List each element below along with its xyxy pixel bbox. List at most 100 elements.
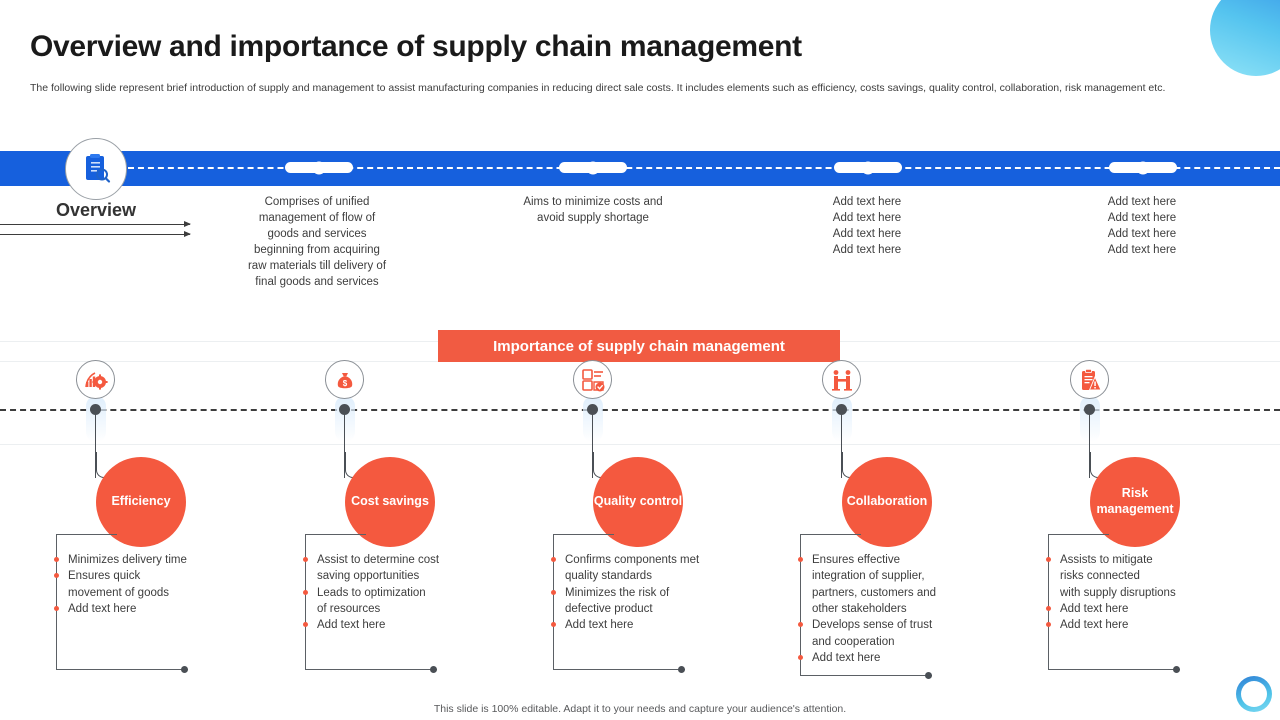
list-item: Assist to determine cost saving opportun… <box>303 552 503 585</box>
icon-circle-cost-savings[interactable]: $ <box>325 360 364 399</box>
decorative-circle-top-right <box>1210 0 1280 76</box>
quality-checklist-icon <box>581 368 604 391</box>
bracket-top-2 <box>306 534 366 535</box>
list-item: Add text here <box>54 601 254 617</box>
bullet-text: Ensures effective <box>812 554 901 566</box>
bullet-list-risk-management: Assists to mitigate risks connected with… <box>1046 552 1256 634</box>
bracket-top-5 <box>1049 534 1109 535</box>
bullet-dot-icon <box>1046 605 1051 611</box>
overview-col3-line2: Add text here <box>832 212 902 225</box>
node-glow-5 <box>1080 396 1100 442</box>
bracket-dot-4 <box>925 672 932 679</box>
icon-circle-efficiency[interactable] <box>76 360 115 399</box>
node-glow-3 <box>583 396 603 442</box>
bullet-text: Minimizes the risk of <box>565 586 670 599</box>
overview-column-4: Add text here Add text here Add text her… <box>1062 194 1222 258</box>
bullet-text-cont: quality standards <box>565 570 652 583</box>
drop-line-2 <box>344 410 345 478</box>
efficiency-gear-chart-icon <box>84 371 108 390</box>
overview-col3-line1: Add text here <box>832 196 902 208</box>
bracket-3 <box>553 534 685 670</box>
bubble-label-cost-savings: Cost savings <box>351 494 429 509</box>
page-subtitle: The following slide represent brief intr… <box>30 82 1166 94</box>
list-item: Add text here <box>798 650 998 666</box>
icon-circle-collaboration[interactable] <box>822 360 861 399</box>
bullet-dot-icon <box>798 622 803 628</box>
bullet-text: Add text here <box>565 619 634 632</box>
risk-clipboard-warning-icon <box>1081 368 1102 390</box>
footer-note: This slide is 100% editable. Adapt it to… <box>433 703 847 715</box>
bubble-label-quality-control: Quality control <box>593 494 683 509</box>
bubble-cost-savings[interactable]: Cost savings <box>345 457 435 547</box>
bullet-text-cont: and cooperation <box>812 635 895 648</box>
bubble-efficiency[interactable]: Efficiency <box>96 457 186 547</box>
bullet-text-cont: other stakeholders <box>812 602 907 615</box>
drop-line-1 <box>95 410 96 478</box>
importance-dashed-line <box>0 409 1280 411</box>
list-item: Minimizes delivery time <box>54 552 254 568</box>
bullet-dot-icon <box>1046 557 1051 562</box>
drop-line-4 <box>841 410 842 478</box>
bracket-5 <box>1048 534 1180 670</box>
bubble-label-collaboration: Collaboration <box>846 494 928 509</box>
icon-circle-quality-control[interactable] <box>573 360 612 399</box>
drop-line-3 <box>592 410 593 478</box>
bubble-collaboration[interactable]: Collaboration <box>842 457 932 547</box>
node-glow-2 <box>335 396 355 442</box>
bullet-text: Confirms components met <box>565 554 700 566</box>
list-item: Ensures quick movement of goods <box>54 568 254 601</box>
overview-col2-line2: avoid supply shortage <box>537 212 649 225</box>
list-item: Assists to mitigate risks connected with… <box>1046 552 1256 601</box>
bullet-text: Develops sense of trust <box>812 619 933 632</box>
list-item: Add text here <box>1046 617 1256 633</box>
drop-line-5 <box>1089 410 1090 478</box>
bullet-list-collaboration: Ensures effective integration of supplie… <box>798 552 998 666</box>
bullet-text-cont: of resources <box>317 602 381 615</box>
bullet-dot-icon <box>798 557 803 562</box>
overview-column-1: Comprises of unified management of flow … <box>237 194 397 291</box>
overview-col4-line3: Add text here <box>1107 228 1177 241</box>
decorative-ring-bottom-right <box>1236 676 1272 712</box>
bullet-text: Minimizes delivery time <box>68 554 187 566</box>
bullet-text: Assists to mitigate <box>1060 554 1153 566</box>
bullet-text: Leads to optimization <box>317 586 426 599</box>
bullet-dot-icon <box>54 573 59 579</box>
bullet-text: Add text here <box>68 602 137 615</box>
bullet-dot-icon <box>303 622 308 628</box>
bullet-text: Ensures quick <box>68 570 141 583</box>
bracket-dot-1 <box>181 666 188 673</box>
overview-band <box>0 151 1280 186</box>
bullet-dot-icon <box>551 589 556 595</box>
bullet-text: Add text here <box>1060 619 1129 632</box>
bullet-text: Add text here <box>317 619 386 632</box>
bubble-risk-management[interactable]: Risk management <box>1090 457 1180 547</box>
icon-circle-risk-management[interactable] <box>1070 360 1109 399</box>
page-title: Overview and importance of supply chain … <box>30 30 802 63</box>
overview-label: Overview <box>55 200 137 220</box>
bullet-text: Assist to determine cost <box>317 554 440 566</box>
node-dot-5 <box>1084 404 1095 415</box>
bubble-label-efficiency: Efficiency <box>111 494 171 509</box>
separator-bottom <box>0 444 1280 445</box>
bullet-list-efficiency: Minimizes delivery time Ensures quick mo… <box>54 552 254 617</box>
node-glow-4 <box>832 396 852 442</box>
overview-marker-1 <box>285 162 353 173</box>
handshake-people-icon <box>831 369 852 391</box>
bubble-quality-control[interactable]: Quality control <box>593 457 683 547</box>
overview-col4-line4: Add text here <box>1107 244 1177 257</box>
bullet-list-quality-control: Confirms components met quality standard… <box>551 552 761 634</box>
list-item: Confirms components met quality standard… <box>551 552 761 585</box>
overview-arrow-top <box>0 220 191 227</box>
bullet-dot-icon <box>54 605 59 611</box>
overview-column-2: Aims to minimize costs and avoid supply … <box>500 194 686 226</box>
importance-header-bar: Importance of supply chain management <box>438 330 840 362</box>
money-bag-icon: $ <box>337 372 352 388</box>
overview-col2-line1: Aims to minimize costs and <box>523 196 663 208</box>
list-item: Add text here <box>551 617 761 633</box>
bracket-4 <box>800 534 932 676</box>
overview-col1-line2: management of flow of <box>258 212 376 225</box>
overview-marker-3 <box>834 162 902 173</box>
overview-icon-badge <box>65 138 127 200</box>
bracket-1 <box>56 534 188 670</box>
